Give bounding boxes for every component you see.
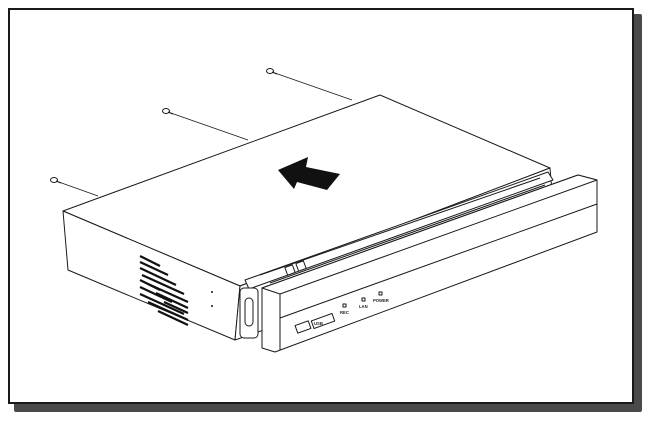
side-dot [211, 305, 213, 307]
screw-icon [162, 108, 174, 115]
internal-connector [295, 260, 307, 272]
interior-strip [244, 171, 554, 290]
indicator-label-rec: REC [340, 310, 349, 315]
front-bezel-top [261, 174, 598, 295]
led-rec [342, 303, 347, 308]
usb-port [294, 320, 312, 334]
side-dot [211, 291, 213, 293]
internal-connector [284, 264, 296, 276]
slide-direction-arrow-icon [278, 157, 340, 190]
screw-icon [50, 177, 62, 184]
screw-icon [266, 68, 278, 75]
vent-grille [139, 255, 189, 326]
indicator-label-power: POWER [373, 298, 389, 303]
led-power [378, 291, 383, 296]
indicator-label-lan: LAN [359, 304, 368, 309]
port-label-usb: USB [314, 321, 323, 326]
led-lan [361, 297, 366, 302]
screw-leader-lines [55, 71, 353, 197]
